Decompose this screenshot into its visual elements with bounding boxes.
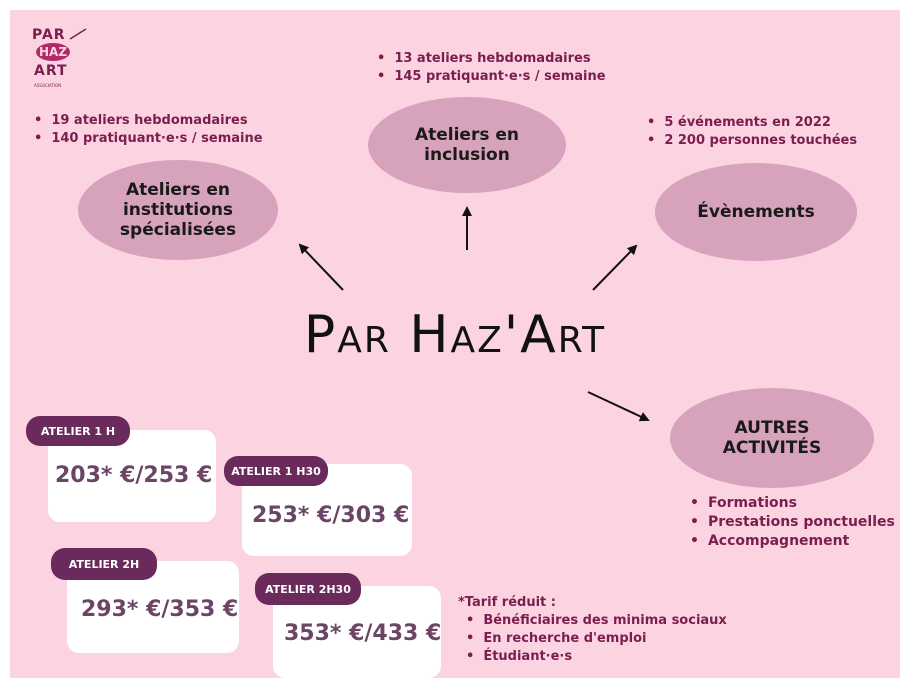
arrow-to-institutions <box>298 243 344 291</box>
bullet-item: 5 événements en 2022 <box>647 114 857 132</box>
logo-flourish-icon <box>69 28 87 40</box>
logo-line-1: PAR <box>32 27 66 43</box>
price-value-1h30: 253* €/303 € <box>252 503 410 528</box>
bullet-item: 13 ateliers hebdomadaires <box>377 50 606 68</box>
logo-tagline: ASSOCIATION <box>34 83 62 88</box>
bullet-item: Étudiant·e·s <box>466 648 727 666</box>
bullet-item: 2 200 personnes touchées <box>647 132 857 150</box>
node-inclusion-label: Ateliers en inclusion <box>414 125 520 165</box>
node-autres-label: AUTRES ACTIVITÉS <box>722 418 822 458</box>
tarif-title: *Tarif réduit : <box>458 595 556 610</box>
main-title: Par Haz'Art <box>303 305 607 365</box>
inclusion-bullets: 13 ateliers hebdomadaires 145 pratiquant… <box>377 50 606 86</box>
logo: PAR HAZ ART ASSOCIATION <box>30 25 90 95</box>
bullet-item: En recherche d'emploi <box>466 630 727 648</box>
node-evenements: Évènements <box>655 163 857 261</box>
bullet-item: Bénéficiaires des minima sociaux <box>466 612 727 630</box>
bullet-item: Formations <box>690 494 895 513</box>
autres-bullets: Formations Prestations ponctuelles Accom… <box>690 494 895 551</box>
price-tag-2h30: ATELIER 2H30 <box>255 573 361 605</box>
evenements-bullets: 5 événements en 2022 2 200 personnes tou… <box>647 114 857 150</box>
arrow-to-autres <box>587 391 650 422</box>
institutions-bullets: 19 ateliers hebdomadaires 140 pratiquant… <box>34 112 263 148</box>
node-institutions-label: Ateliers en institutions spécialisées <box>119 180 237 240</box>
node-autres: AUTRES ACTIVITÉS <box>670 388 874 488</box>
logo-line-2: HAZ <box>36 43 71 61</box>
price-value-2h: 293* €/353 € <box>81 597 239 622</box>
node-institutions: Ateliers en institutions spécialisées <box>78 160 278 260</box>
node-evenements-label: Évènements <box>697 202 815 222</box>
arrow-to-evenements <box>592 244 638 291</box>
bullet-item: 140 pratiquant·e·s / semaine <box>34 130 262 148</box>
tarif-bullets: Bénéficiaires des minima sociaux En rech… <box>466 612 727 666</box>
poster-canvas: PAR HAZ ART ASSOCIATION 13 ateliers hebd… <box>10 10 900 678</box>
bullet-item: Accompagnement <box>690 532 895 551</box>
price-value-2h30: 353* €/433 € <box>284 621 442 646</box>
price-tag-1h: ATELIER 1 H <box>26 416 130 446</box>
price-tag-1h30: ATELIER 1 H30 <box>224 456 328 486</box>
price-tag-2h: ATELIER 2H <box>51 548 157 580</box>
bullet-item: Prestations ponctuelles <box>690 513 895 532</box>
node-inclusion: Ateliers en inclusion <box>368 97 566 193</box>
bullet-item: 145 pratiquant·e·s / semaine <box>377 68 605 86</box>
price-value-1h: 203* €/253 € <box>55 463 213 488</box>
connector-arrows <box>298 206 650 422</box>
logo-line-3: ART <box>34 63 68 79</box>
bullet-item: 19 ateliers hebdomadaires <box>34 112 263 130</box>
